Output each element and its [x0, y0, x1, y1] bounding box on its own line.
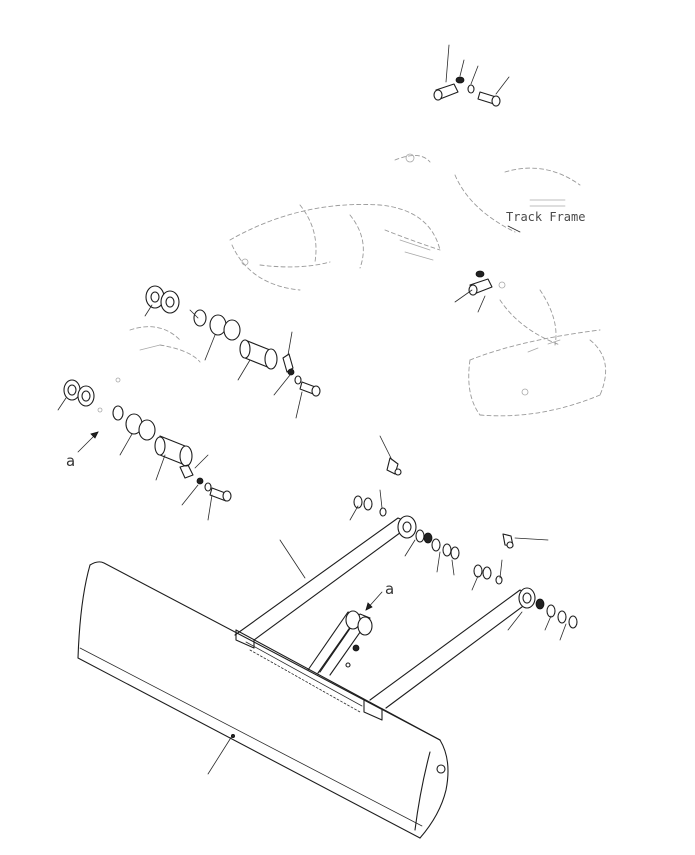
detail-a-label-center: a	[385, 580, 394, 598]
upper-ring	[193, 309, 207, 327]
lower-pin-assembly	[57, 377, 232, 521]
blade-arms	[234, 515, 578, 709]
lower-lock-plate	[179, 464, 194, 479]
upper-bushing-2	[223, 319, 241, 341]
blade-right-end	[419, 739, 449, 839]
top-washer-part	[455, 76, 465, 84]
center-bracket: a	[307, 580, 394, 676]
blade-top-edge	[89, 561, 441, 741]
track-frame-background	[129, 153, 607, 417]
track-frame-label: Track Frame	[506, 210, 585, 224]
dozer-blade	[77, 561, 449, 839]
blade-left-end	[77, 564, 91, 659]
left-arm	[234, 517, 413, 641]
blade-bottom-edge	[77, 657, 421, 839]
upper-lock-plate	[282, 353, 294, 373]
top-pin-group	[433, 44, 510, 107]
detail-a-label-left: a	[66, 452, 75, 470]
top-ring-part	[467, 84, 475, 94]
grease-fitting-right	[502, 533, 549, 549]
grease-fitting-upper	[379, 435, 402, 476]
arm-end-washers-left	[349, 489, 387, 521]
detail-a-marker-left: a	[66, 431, 99, 470]
right-arm	[369, 589, 535, 709]
upper-pin-assembly	[139, 285, 321, 419]
lower-ring	[112, 405, 124, 421]
frame-pin-group	[454, 270, 493, 313]
lower-bushing-2	[138, 419, 156, 441]
